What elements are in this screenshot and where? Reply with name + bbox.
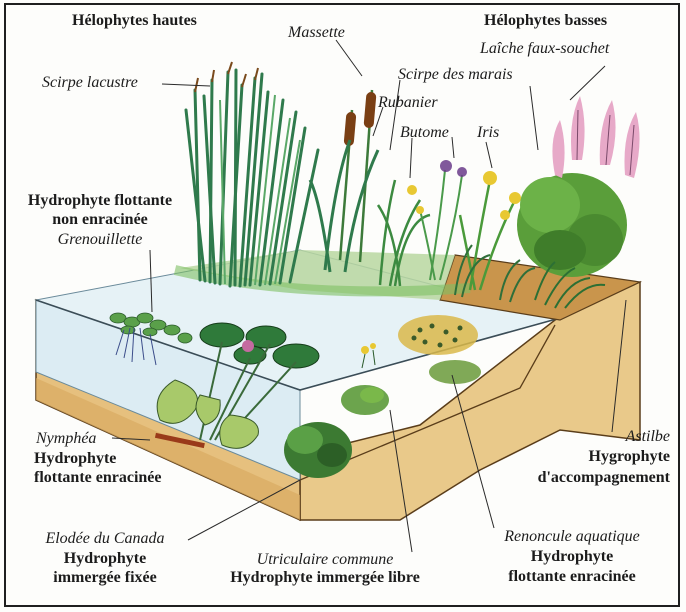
label-nymphea: Nymphéa	[36, 430, 96, 448]
label-massette: Massette	[288, 24, 345, 42]
label-helophytes-basses: Hélophytes basses	[484, 12, 607, 30]
label-nymphea-type-2: flottante enracinée	[34, 469, 162, 487]
label-hydro-flottante-2: non enracinée	[10, 211, 190, 229]
label-elodee-type-2: immergée fixée	[20, 569, 190, 587]
label-helophytes-hautes: Hélophytes hautes	[72, 12, 197, 30]
label-renoncule: Renoncule aquatique	[472, 528, 672, 546]
label-elodee-type-1: Hydrophyte	[20, 550, 190, 568]
astilbe-plumes	[552, 96, 639, 178]
label-renoncule-type-2: flottante enracinée	[472, 568, 672, 586]
cattail-group	[310, 90, 378, 272]
label-iris: Iris	[477, 124, 499, 142]
label-hydro-flottante-1: Hydrophyte flottante	[10, 192, 190, 210]
label-astilbe-type-2: d'accompagnement	[500, 469, 670, 487]
laiche-bush	[517, 173, 627, 277]
utricularia-clump	[341, 385, 389, 415]
label-renoncule-type-1: Hydrophyte	[472, 548, 672, 566]
label-grenouillette: Grenouillette	[10, 231, 190, 249]
label-scirpe-lacustre: Scirpe lacustre	[42, 74, 138, 92]
label-scirpe-marais: Scirpe des marais	[398, 66, 513, 84]
label-nymphea-type-1: Hydrophyte	[34, 450, 116, 468]
label-astilbe-type-1: Hygrophyte	[520, 448, 670, 466]
label-utriculaire-type: Hydrophyte immergée libre	[208, 569, 442, 587]
label-astilbe: Astilbe	[560, 428, 670, 446]
label-rubanier: Rubanier	[378, 94, 438, 112]
elodea-mound	[284, 422, 352, 478]
label-utriculaire: Utriculaire commune	[214, 551, 436, 569]
label-butome: Butome	[400, 124, 449, 142]
label-laiche: Laîche faux-souchet	[480, 40, 609, 58]
label-elodee: Elodée du Canada	[20, 530, 190, 548]
